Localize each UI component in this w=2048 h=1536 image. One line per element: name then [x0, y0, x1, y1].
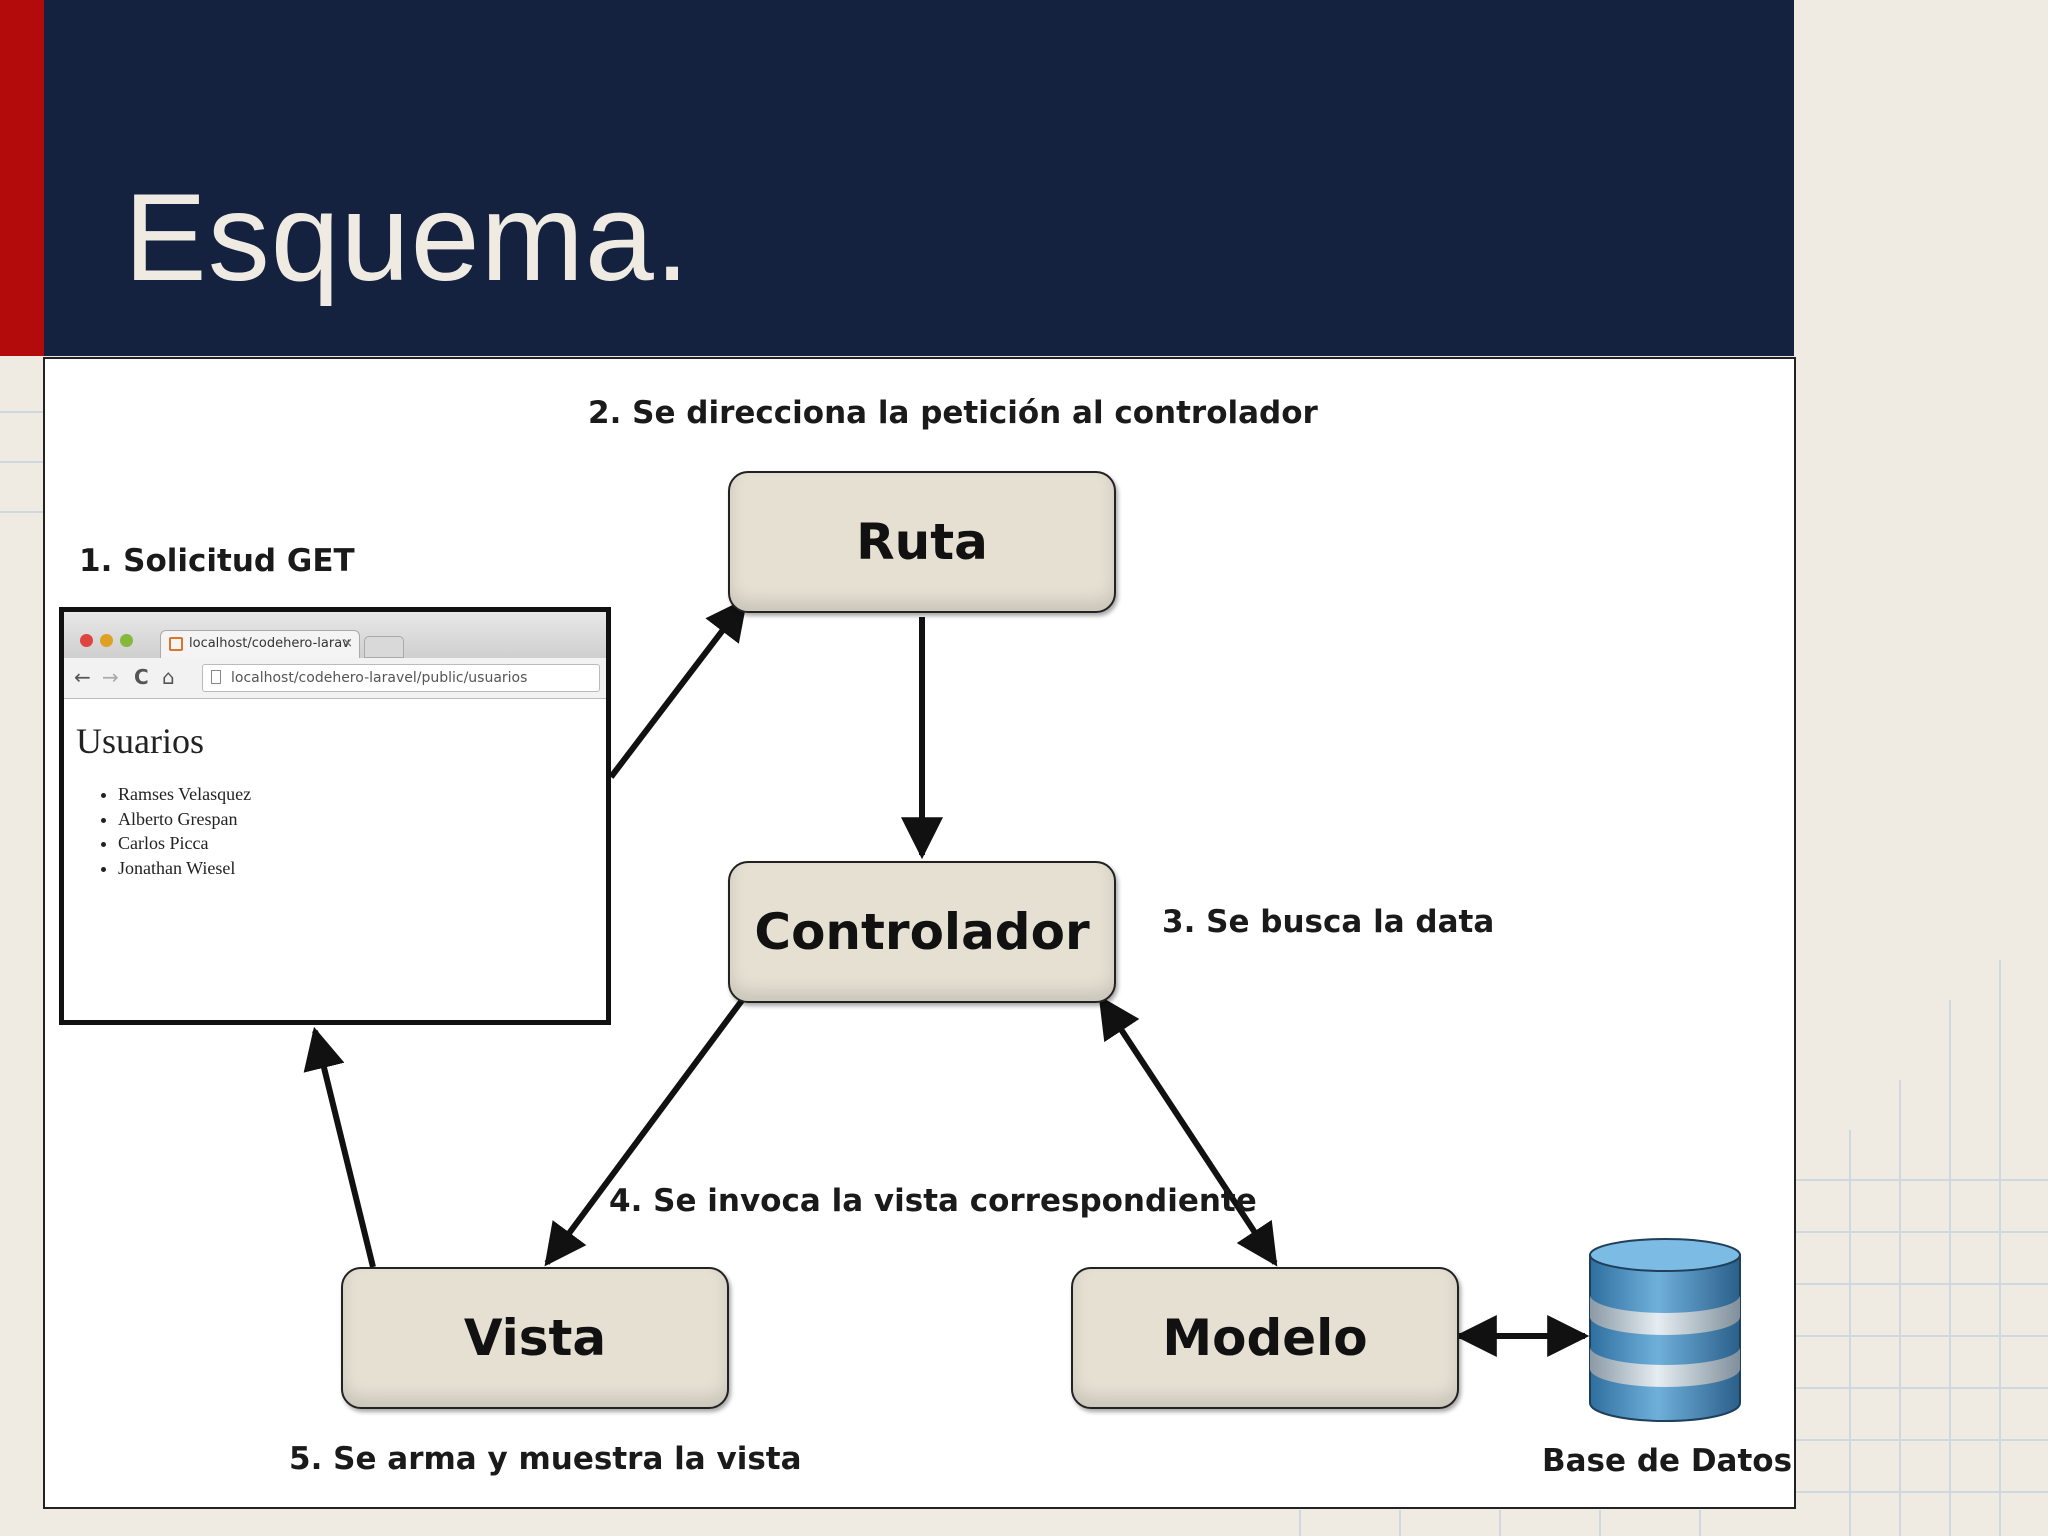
home-icon: ⌂ — [162, 665, 175, 689]
back-arrow-icon: ← — [74, 665, 91, 689]
arrow-controlador-modelo — [1098, 995, 1278, 1267]
accent-bar — [0, 0, 44, 356]
page-icon — [211, 670, 221, 684]
slide-title: Esquema. — [124, 169, 691, 307]
browser-tab-title: localhost/codehero-larav — [189, 636, 350, 651]
mvc-diagram: 2. Se direcciona la petición al controla… — [43, 357, 1796, 1509]
minimize-window-icon — [100, 634, 113, 647]
node-ruta: Ruta — [728, 471, 1116, 613]
page-heading: Usuarios — [76, 721, 204, 761]
step-1-label: 1. Solicitud GET — [79, 543, 355, 579]
list-item: Carlos Picca — [118, 831, 251, 856]
close-window-icon — [80, 634, 93, 647]
arrow-browser-to-ruta — [608, 597, 748, 779]
browser-window: localhost/codehero-larav × ← → C ⌂ local… — [59, 607, 611, 1025]
address-bar: localhost/codehero-laravel/public/usuari… — [202, 664, 600, 692]
tab-close-icon: × — [342, 636, 353, 651]
node-modelo: Modelo — [1071, 1267, 1459, 1409]
list-item: Alberto Grespan — [118, 807, 251, 832]
database-label: Base de Datos — [1542, 1443, 1793, 1479]
database-icon — [1589, 1238, 1741, 1422]
list-item: Jonathan Wiesel — [118, 856, 251, 881]
address-bar-url: localhost/codehero-laravel/public/usuari… — [231, 670, 528, 686]
new-tab-button — [364, 636, 404, 658]
slide-header — [44, 0, 1794, 356]
browser-tab: localhost/codehero-larav × — [160, 630, 360, 658]
page-favicon-icon — [169, 637, 183, 651]
step-2-label: 2. Se direcciona la petición al controla… — [588, 395, 1318, 431]
diagram-arrows — [303, 597, 1590, 1357]
user-list: Ramses Velasquez Alberto Grespan Carlos … — [78, 782, 251, 880]
step-3-label: 3. Se busca la data — [1162, 904, 1495, 940]
arrow-vista-to-browser — [303, 1026, 376, 1268]
node-controlador: Controlador — [728, 861, 1116, 1003]
maximize-window-icon — [120, 634, 133, 647]
forward-arrow-icon: → — [102, 665, 119, 689]
step-5-label: 5. Se arma y muestra la vista — [289, 1441, 802, 1477]
browser-toolbar: ← → C ⌂ localhost/codehero-laravel/publi… — [64, 658, 606, 699]
step-4-label: 4. Se invoca la vista correspondiente — [609, 1183, 1257, 1219]
node-vista: Vista — [341, 1267, 729, 1409]
arrow-controlador-to-vista — [544, 997, 746, 1267]
list-item: Ramses Velasquez — [118, 782, 251, 807]
reload-icon: C — [134, 665, 149, 689]
browser-tab-bar: localhost/codehero-larav × — [64, 612, 606, 659]
